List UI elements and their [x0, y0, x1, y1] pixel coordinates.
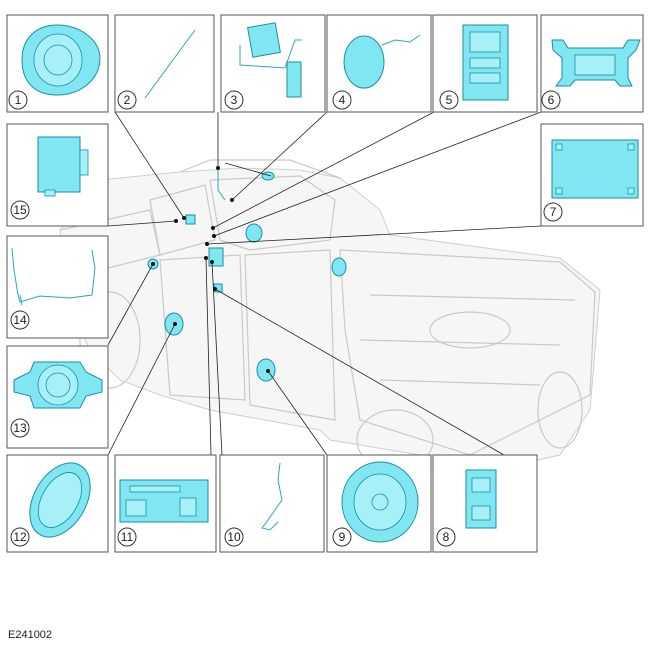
- callout-6: 6: [548, 93, 555, 107]
- callout-14: 14: [13, 313, 27, 327]
- component-box-5: 5: [432, 14, 538, 113]
- vehicle-rear-door-speaker-marker: [331, 257, 347, 277]
- vehicle-lower-door-speaker-marker: [256, 358, 276, 382]
- callout-3: 3: [231, 93, 238, 107]
- callout-8: 8: [443, 530, 450, 544]
- component-box-2: 2: [114, 14, 215, 113]
- component-box-10: 10: [219, 454, 325, 553]
- callout-1: 1: [15, 93, 22, 107]
- leader-lines: [107, 111, 542, 456]
- component-box-3: 3: [220, 14, 326, 113]
- component-box-11: 11: [114, 454, 217, 553]
- vehicle-rear-speaker-marker: [245, 223, 263, 243]
- antenna-cable-icon: [261, 462, 283, 531]
- component-box-7: 7: [540, 123, 644, 227]
- component-box-8: 8: [432, 454, 538, 553]
- callout-7: 7: [550, 205, 557, 219]
- figure-id-label: E241002: [8, 629, 53, 641]
- wiring-harness-icon: [11, 247, 96, 303]
- amplifier-icon: [551, 139, 639, 199]
- component-box-1: 1: [6, 14, 109, 113]
- vehicle-module-marker: [185, 214, 196, 225]
- dome-antenna-icon: [343, 35, 385, 89]
- vehicle-illustration: [59, 159, 601, 476]
- callout-11: 11: [121, 530, 134, 544]
- component-box-14: 14: [6, 235, 109, 339]
- antenna-icon: [144, 29, 196, 99]
- vehicle-roof-antenna-marker: [261, 171, 275, 181]
- callout-13: 13: [13, 421, 27, 435]
- callout-2: 2: [124, 93, 131, 107]
- component-box-6: 6: [540, 14, 644, 113]
- callout-10: 10: [227, 530, 241, 544]
- component-box-4: 4: [326, 14, 432, 113]
- module-icon: [247, 22, 281, 58]
- module-box-icon: [37, 136, 81, 193]
- component-box-15: 15: [6, 123, 109, 227]
- callout-9: 9: [339, 530, 346, 544]
- component-box-9: 9: [326, 454, 432, 553]
- component-box-13: 13: [6, 345, 109, 449]
- callout-15: 15: [13, 203, 27, 217]
- component-box-12: 12: [6, 454, 109, 553]
- callout-5: 5: [446, 93, 453, 107]
- callout-4: 4: [339, 93, 346, 107]
- callout-12: 12: [13, 530, 27, 544]
